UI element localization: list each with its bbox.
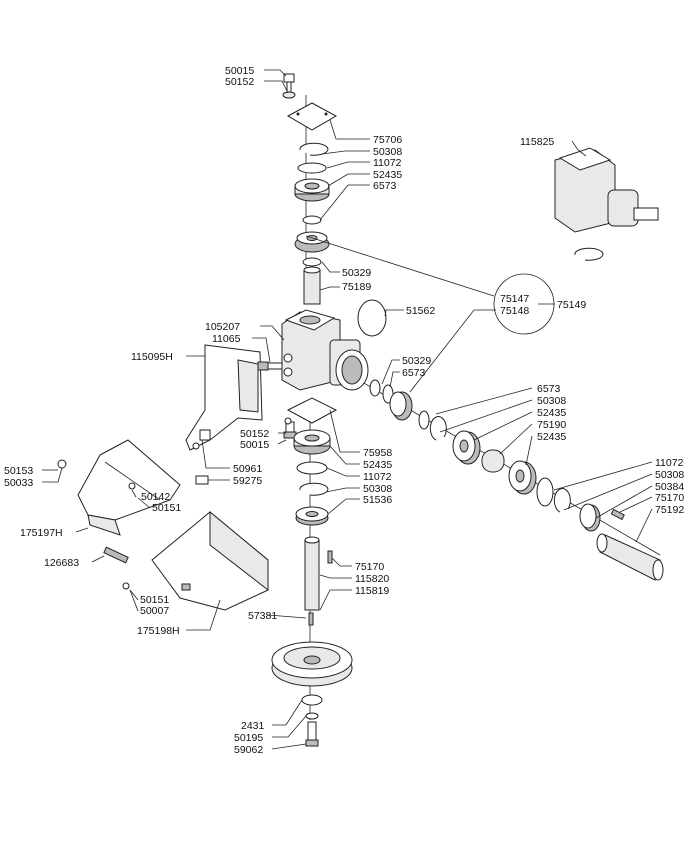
label-115819: 115819 [355, 585, 389, 597]
ring-50329-top [302, 257, 322, 267]
label-115820: 115820 [355, 573, 389, 585]
seal-50384 [579, 503, 601, 532]
label-52435-a: 52435 [373, 169, 402, 181]
label-11072-c: 11072 [655, 457, 684, 469]
shim-11072-top [297, 162, 327, 174]
label-2431: 2431 [241, 720, 265, 732]
gearbox-housing [281, 309, 369, 391]
label-50308-c: 50308 [363, 483, 392, 495]
part-labels: 50015 50152 75706 50308 11072 52435 6573… [4, 65, 684, 756]
label-50151-b: 50151 [140, 594, 169, 606]
label-52435-c: 52435 [537, 431, 566, 443]
bolt-11065 [257, 361, 283, 371]
ring-50329-horizontal [369, 379, 381, 397]
label-59275: 59275 [233, 475, 262, 487]
seal-51562 [357, 299, 387, 337]
spacer-6573-top [302, 215, 322, 225]
snap-ring-50308-horizontal-b [553, 488, 571, 513]
label-11072-b: 11072 [363, 471, 392, 483]
label-50961: 50961 [233, 463, 262, 475]
label-52435-d: 52435 [363, 459, 392, 471]
bolt-50015-top [282, 73, 296, 99]
label-11072-a: 11072 [373, 157, 402, 169]
snap-ring-50308-top [299, 142, 329, 156]
label-11065: 11065 [212, 333, 241, 345]
label-50151-a: 50151 [152, 502, 181, 514]
bevel-gear-horizontal [389, 391, 413, 421]
label-52435-b: 52435 [537, 407, 566, 419]
label-50308-a: 50308 [373, 146, 402, 158]
label-50015-top: 50015 [225, 65, 254, 77]
shim-11072-horizontal [536, 477, 554, 507]
snap-ring-50308-lower [299, 482, 329, 496]
label-75706: 75706 [373, 134, 402, 146]
label-50308-b: 50308 [537, 395, 566, 407]
snap-ring-50308-horizontal-a [429, 416, 447, 441]
bracket-115095H [185, 344, 263, 451]
label-50007: 50007 [140, 605, 169, 617]
label-6573-c: 6573 [537, 383, 561, 395]
label-6573-a: 6573 [373, 180, 397, 192]
label-175197H: 175197H [20, 527, 63, 539]
shim-11072-lower [296, 461, 328, 475]
label-59062: 59062 [234, 744, 263, 756]
plate-75958 [286, 397, 338, 424]
cover-plate-75706 [286, 102, 338, 131]
label-115825: 115825 [520, 136, 554, 148]
label-75147: 75147 [500, 293, 529, 305]
label-75170-b: 75170 [355, 561, 384, 573]
seal-51536 [295, 506, 329, 526]
guard-175197H [77, 439, 181, 536]
assembled-gearbox-thumbnail [554, 147, 659, 261]
key-75170-vertical [327, 550, 333, 564]
label-75149: 75149 [557, 299, 586, 311]
label-50015-mid: 50015 [240, 439, 269, 451]
bearing-52435-top [294, 178, 330, 202]
label-75189: 75189 [342, 281, 371, 293]
label-175198H: 175198H [137, 625, 180, 637]
label-126683: 126683 [44, 557, 79, 569]
label-75190: 75190 [537, 419, 566, 431]
key-75170-horizontal [610, 508, 625, 521]
label-50308-d: 50308 [655, 469, 684, 481]
label-105207: 105207 [205, 321, 240, 333]
bolt-59062 [305, 721, 319, 747]
washer-50195 [305, 712, 319, 720]
label-75148: 75148 [500, 305, 529, 317]
bearing-52435-lower [293, 429, 331, 455]
output-shaft-75192 [596, 533, 664, 581]
spacer-75190 [481, 449, 505, 473]
label-50152-top: 50152 [225, 76, 254, 88]
vertical-shaft-115820 [304, 536, 320, 611]
label-6573-b: 6573 [402, 367, 426, 379]
washer-2431 [301, 694, 323, 706]
label-51536: 51536 [363, 494, 392, 506]
bearing-52435-horizontal-a [452, 430, 481, 465]
label-50329-a: 50329 [342, 267, 371, 279]
pulley-115819 [271, 641, 353, 687]
label-51562: 51562 [406, 305, 435, 317]
label-50153: 50153 [4, 465, 33, 477]
label-57381: 57381 [248, 610, 277, 622]
label-75958: 75958 [363, 447, 392, 459]
label-115095H: 115095H [131, 351, 173, 363]
spring-126683 [103, 546, 129, 564]
label-50152-mid: 50152 [240, 428, 269, 440]
label-50142: 50142 [141, 491, 170, 503]
leader-lines [42, 69, 653, 750]
label-75170-a: 75170 [655, 492, 684, 504]
bearing-52435-horizontal-b [508, 460, 537, 495]
label-50195: 50195 [234, 732, 263, 744]
guard-175198H [151, 510, 269, 611]
label-75192: 75192 [655, 504, 684, 516]
hardware-small-parts [57, 417, 292, 590]
spacer-6573-b [418, 410, 430, 430]
bushing-75189 [303, 266, 321, 305]
key-57381 [308, 612, 314, 626]
label-50329-b: 50329 [402, 355, 431, 367]
label-50384: 50384 [655, 481, 684, 493]
label-50033: 50033 [4, 477, 33, 489]
